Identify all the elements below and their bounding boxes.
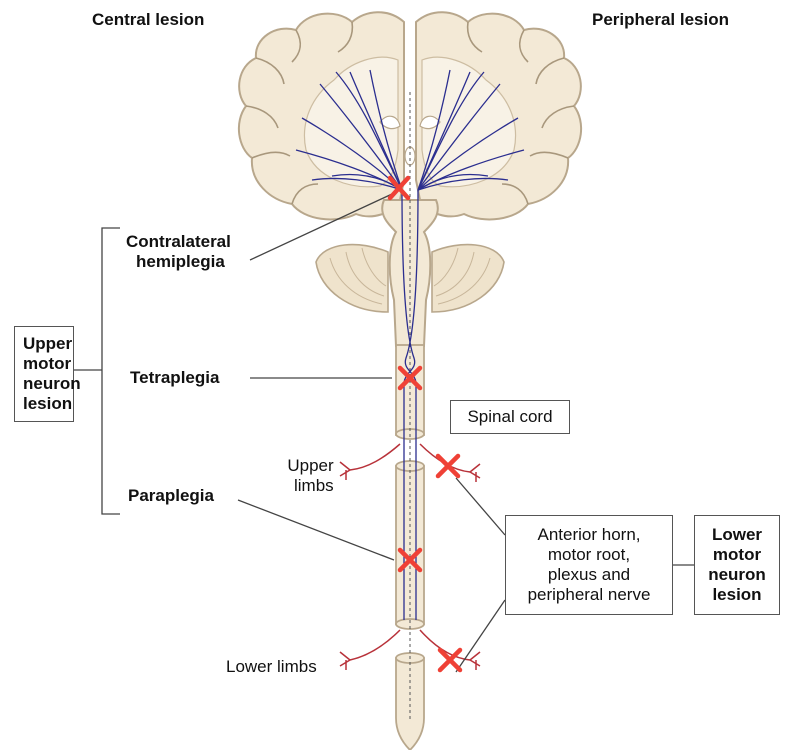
label-lower-limbs: Lower limbs: [226, 657, 317, 677]
heading-central-lesion: Central lesion: [92, 10, 204, 30]
heading-peripheral-lesion: Peripheral lesion: [592, 10, 729, 30]
lesion-marker-upper-nerve: [438, 456, 458, 476]
label-tetraplegia: Tetraplegia: [130, 368, 219, 388]
label-contralateral-hemiplegia: Contralateral hemiplegia: [126, 232, 231, 272]
lesion-marker-lower-nerve: [440, 650, 460, 670]
label-paraplegia: Paraplegia: [128, 486, 214, 506]
label-upper-limbs: Upper limbs: [284, 456, 334, 496]
box-spinal-cord: Spinal cord: [450, 400, 570, 434]
